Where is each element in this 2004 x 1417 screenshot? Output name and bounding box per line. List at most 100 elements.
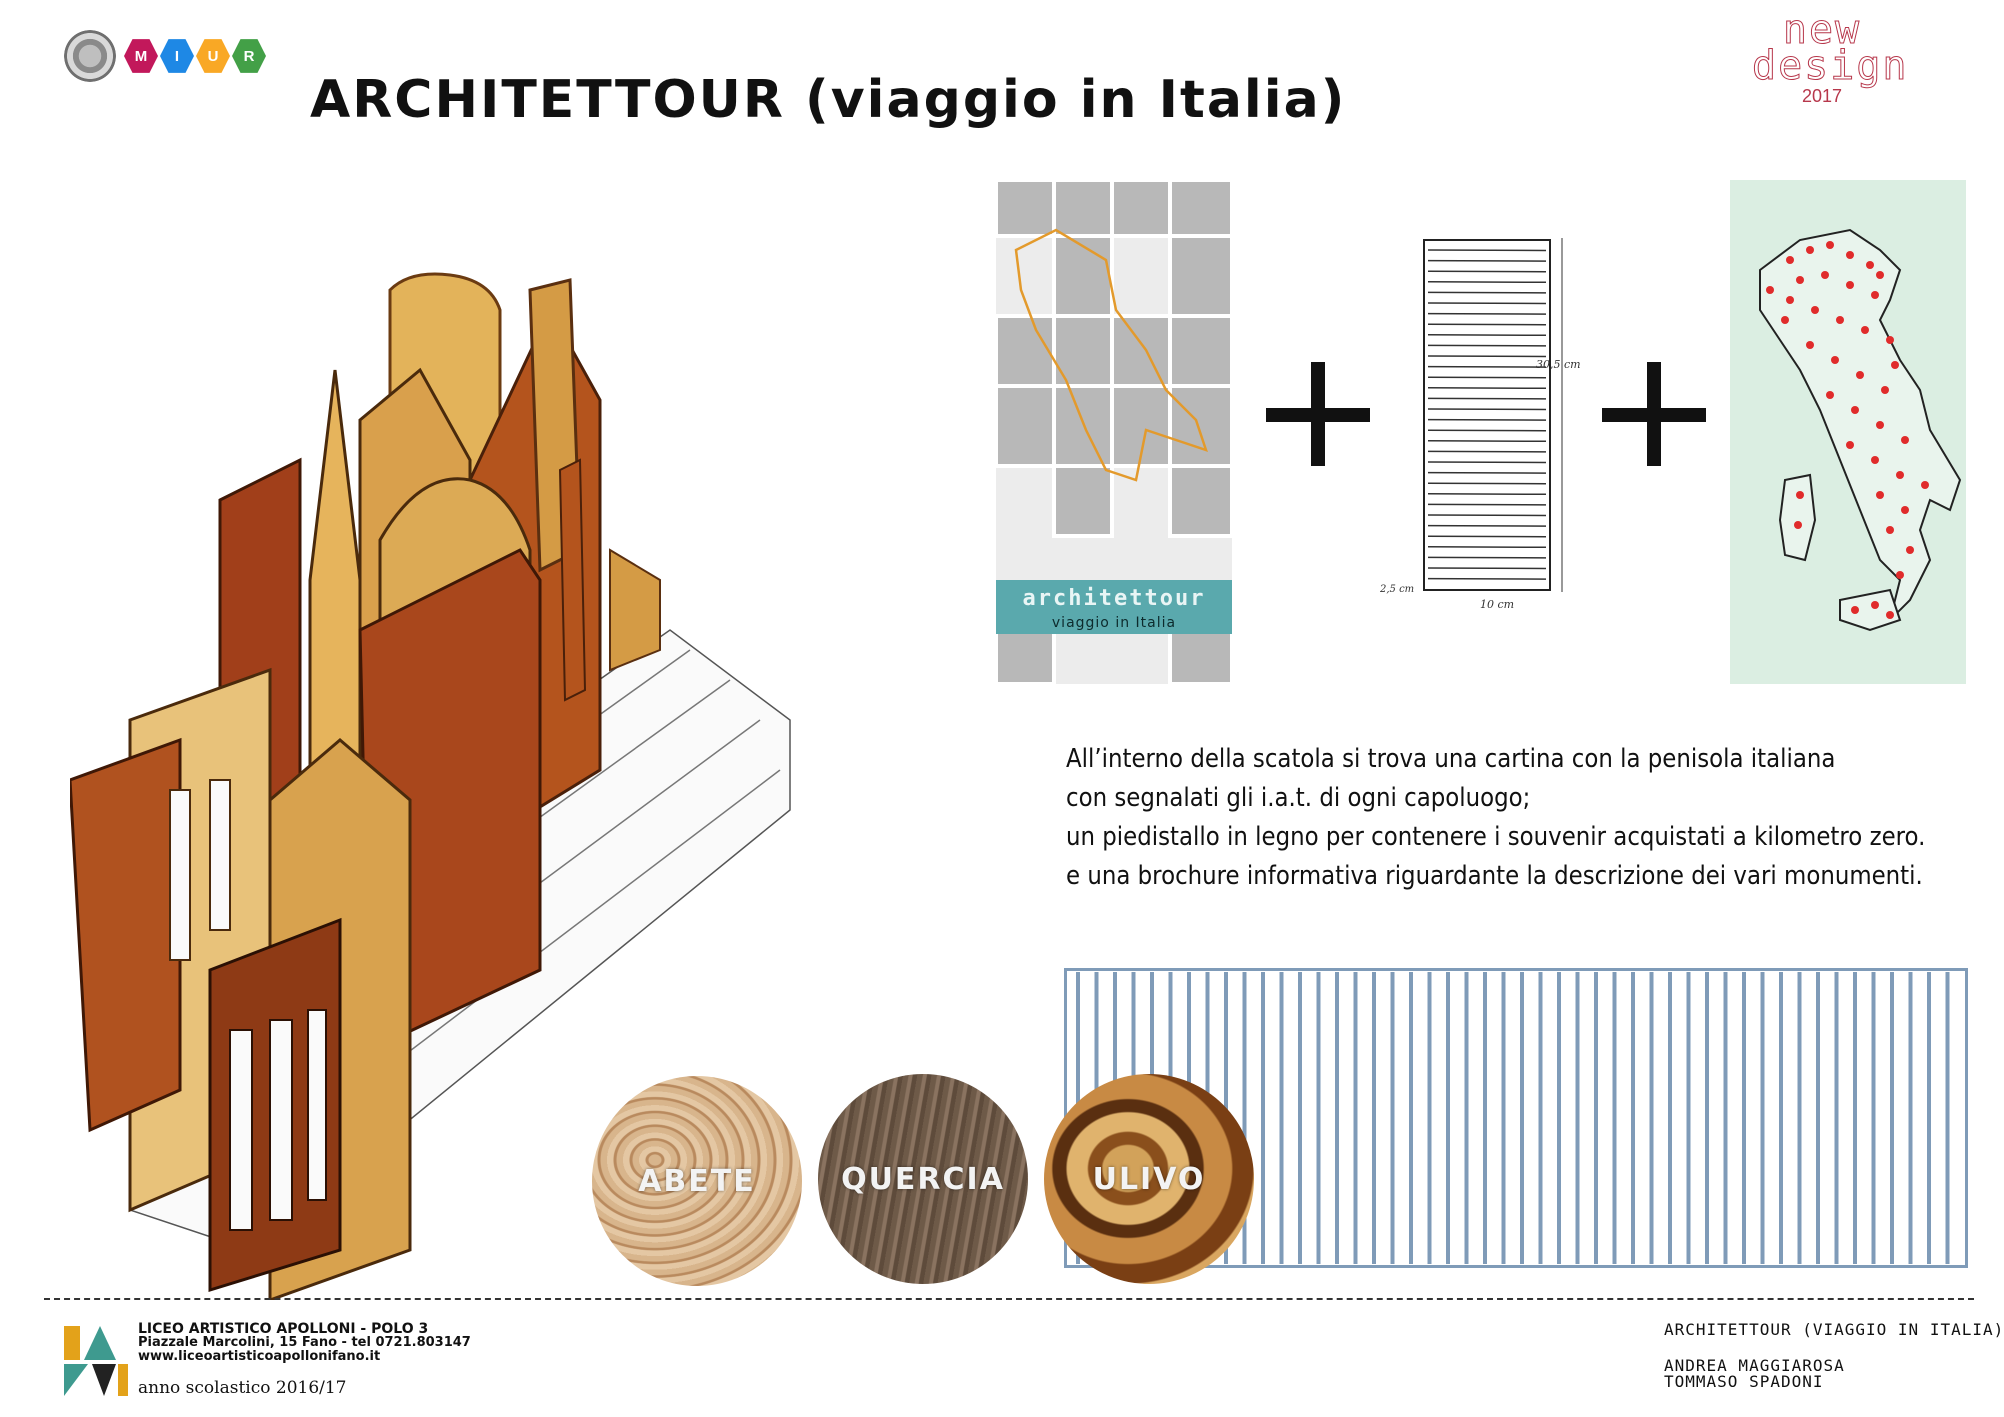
pedestal-shelf-line (1427, 546, 1547, 549)
map-iat-dot (1806, 246, 1814, 254)
school-logo (64, 1326, 128, 1396)
description-line: con segnalati gli i.a.t. di ogni capoluo… (1066, 783, 1531, 813)
map-iat-dot (1886, 526, 1894, 534)
map-iat-dot (1921, 481, 1929, 489)
sketch-panel (70, 737, 182, 1133)
brochure-image: architettour viaggio in Italia (996, 180, 1232, 684)
map-iat-dot (1781, 316, 1789, 324)
map-iat-dot (1786, 296, 1794, 304)
pedestal-shelf-line (1427, 471, 1547, 474)
footer-divider (44, 1298, 1974, 1300)
pedestal-shelf-line (1427, 259, 1547, 262)
pedestal-shelf-line (1427, 535, 1547, 538)
pedestal-shelf-line (1427, 408, 1547, 411)
brochure-band (996, 580, 1232, 634)
map-iat-dot (1796, 491, 1804, 499)
pedestal-shelf-line (1427, 281, 1547, 284)
pedestal-shelf-line (1427, 503, 1547, 506)
map-iat-dot (1821, 271, 1829, 279)
new-design-line2: design (1752, 43, 1909, 89)
map-iat-dot (1796, 276, 1804, 284)
pedestal-shelf-line (1427, 291, 1547, 294)
pedestal-shelf-line (1427, 482, 1547, 485)
pedestal-shelf-line (1427, 577, 1547, 580)
map-iat-dot (1871, 456, 1879, 464)
map-iat-dot (1856, 371, 1864, 379)
italy-map (1759, 228, 1962, 632)
map-iat-dot (1906, 546, 1914, 554)
description-line: e una brochure informativa riguardante l… (1066, 861, 1923, 891)
miur-letter: I (160, 39, 194, 73)
miur-letter: R (232, 39, 266, 73)
pedestal-shelf-line (1427, 334, 1547, 337)
wood-sample-ulivo: ULIVO (1044, 1074, 1254, 1284)
pedestal-shelf-line (1427, 355, 1547, 358)
new-design-year: 2017 (1801, 86, 1843, 106)
pedestal-shelf-line (1427, 450, 1547, 453)
wood-label: ULIVO (1092, 1161, 1206, 1197)
map-iat-dot (1846, 281, 1854, 289)
map-iat-dot (1794, 521, 1802, 529)
map-iat-dot (1886, 611, 1894, 619)
school-name: LICEO ARTISTICO APOLLONI - POLO 3 (138, 1321, 429, 1337)
pedestal-depth-label: 2,5 cm (1380, 584, 1414, 595)
map-iat-dot (1871, 291, 1879, 299)
map-iat-dot (1846, 441, 1854, 449)
brochure-italy-outline (1014, 228, 1208, 482)
sketch-panel (609, 548, 661, 672)
map-iat-dot (1876, 271, 1884, 279)
miur-logo: M I U R (124, 34, 266, 78)
pedestal-shelf-line (1427, 270, 1547, 273)
wood-label: ABETE (638, 1163, 756, 1199)
pedestal-shelf-line (1427, 440, 1547, 443)
map-iat-dot (1826, 241, 1834, 249)
map-iat-dot (1876, 491, 1884, 499)
map-iat-dot (1846, 251, 1854, 259)
plus-icon (1602, 362, 1706, 466)
brochure-photo-grid (996, 180, 1232, 684)
pedestal-shelf-line (1427, 323, 1547, 326)
map-iat-dot (1851, 406, 1859, 414)
plus-icon (1266, 362, 1370, 466)
map-iat-dot (1901, 506, 1909, 514)
map-iat-dot (1786, 256, 1794, 264)
map-iat-dot (1866, 261, 1874, 269)
brochure-brand: architettour (1023, 586, 1206, 611)
map-iat-dot (1891, 361, 1899, 369)
pedestal-shelf-line (1427, 429, 1547, 432)
project-name: ARCHITETTOUR (VIAGGIO IN ITALIA) (1664, 1320, 2004, 1339)
pedestal-shelf-line (1427, 418, 1547, 421)
author-name: TOMMASO SPADONI (1664, 1372, 1824, 1391)
map-iat-dot (1811, 306, 1819, 314)
brochure-subtitle: viaggio in Italia (1052, 615, 1176, 631)
pedestal-shelf-line (1427, 249, 1547, 252)
architecture-sketch-illustration (70, 272, 791, 1300)
description-line: un piedistallo in legno per contenere i … (1066, 822, 1926, 852)
school-address: Piazzale Marcolini, 15 Fano - tel 0721.8… (138, 1335, 471, 1350)
map-iat-dot (1896, 471, 1904, 479)
pedestal-shelf-line (1427, 302, 1547, 305)
map-iat-dot (1826, 391, 1834, 399)
pedestal-shelf-line (1427, 514, 1547, 517)
pedestal-shelf-line (1427, 312, 1547, 315)
pedestal-shelf-line (1427, 344, 1547, 347)
map-iat-dot (1851, 606, 1859, 614)
italian-emblem-icon (64, 30, 116, 82)
map-iat-dot (1876, 421, 1884, 429)
author-name: ANDREA MAGGIAROSA (1664, 1356, 1845, 1375)
school-year: anno scolastico 2016/17 (138, 1378, 347, 1398)
wood-label: QUERCIA (841, 1161, 1005, 1197)
pedestal-shelf-line (1427, 493, 1547, 496)
pedestal-shelf-line (1427, 556, 1547, 559)
sketch-panel (558, 458, 587, 702)
pedestal-height-label: 30,5 cm (1536, 358, 1580, 371)
sicily-outline (1839, 588, 1902, 632)
pedestal-shelf-line (1427, 376, 1547, 379)
map-iat-dot (1901, 436, 1909, 444)
map-iat-dot (1871, 601, 1879, 609)
map-iat-dot (1806, 341, 1814, 349)
pedestal-shelf-line (1427, 524, 1547, 527)
map-iat-dot (1881, 386, 1889, 394)
new-design-line1: new (1782, 7, 1862, 53)
school-website[interactable]: www.liceoartisticoapollonifano.it (138, 1349, 381, 1364)
